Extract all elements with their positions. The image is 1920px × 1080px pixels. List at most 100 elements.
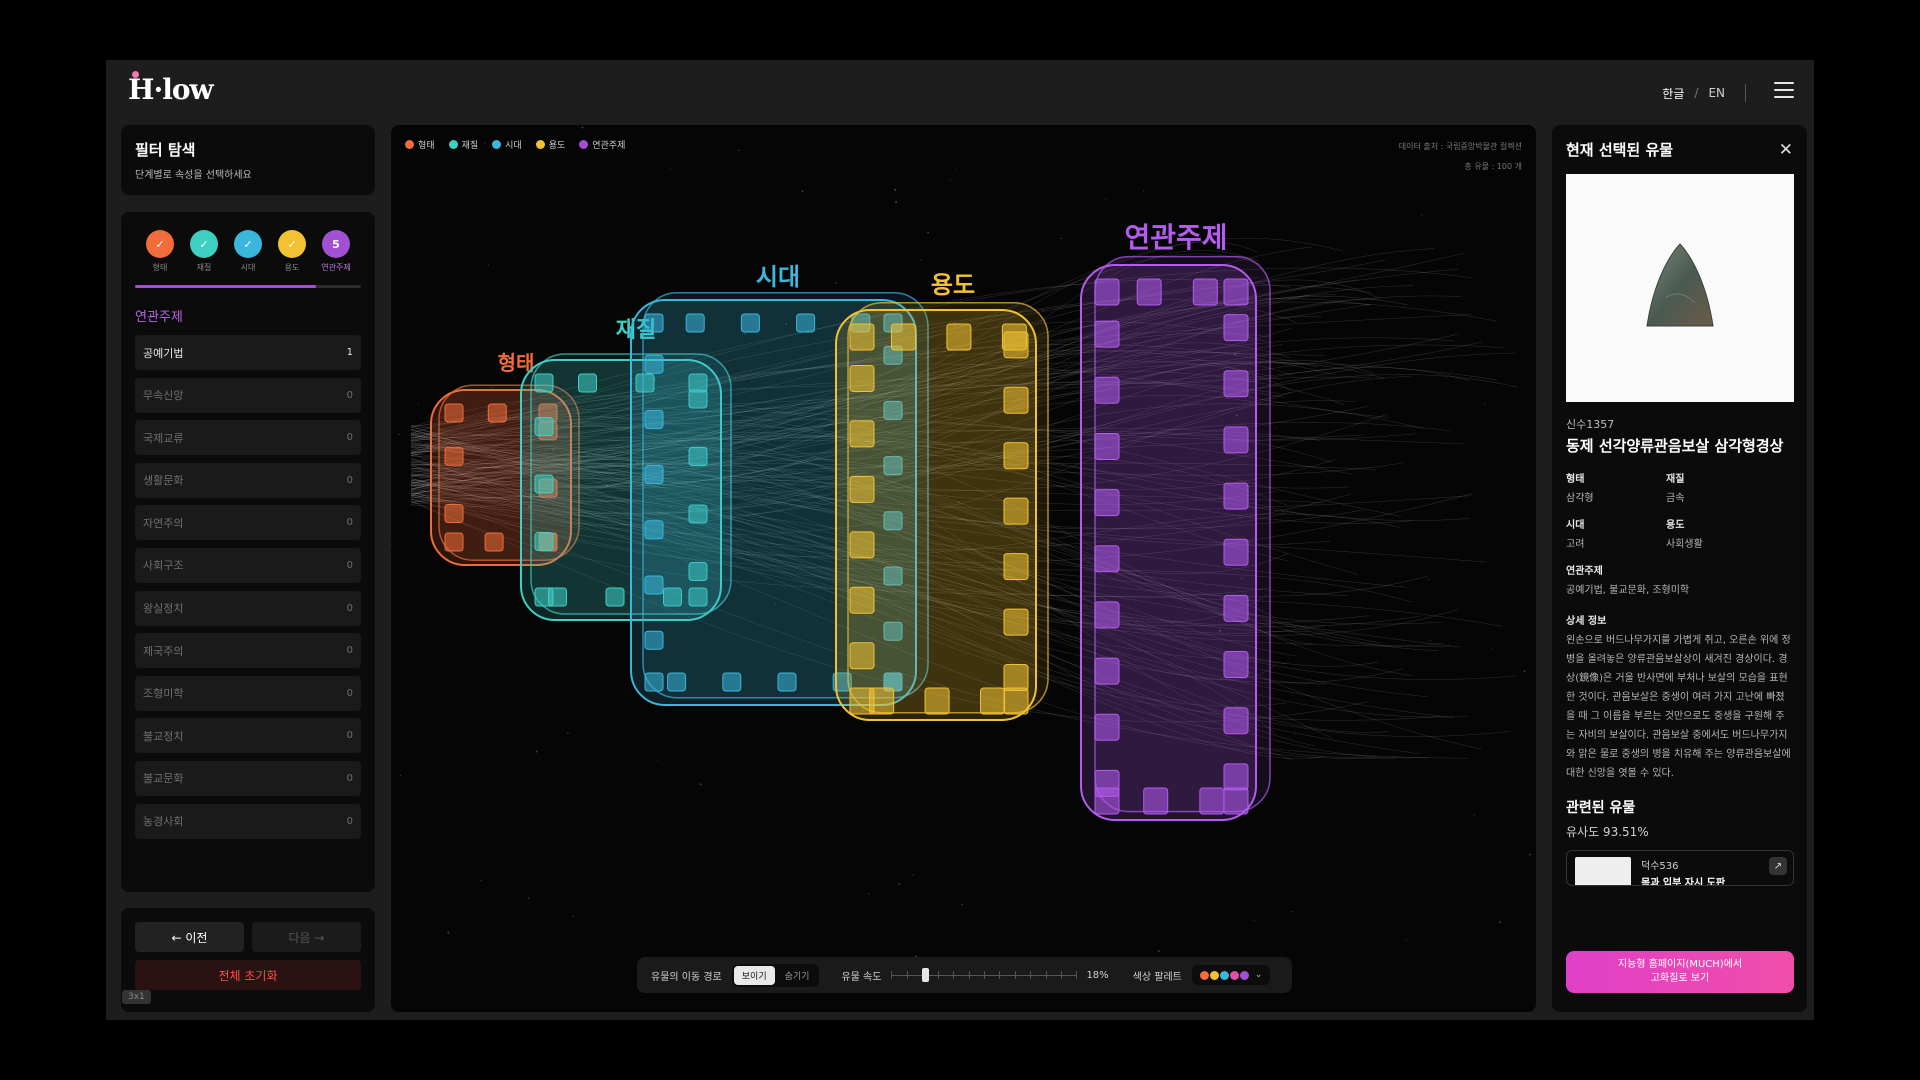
- lang-ko[interactable]: 한글: [1662, 86, 1685, 101]
- artifact-block[interactable]: [1136, 278, 1162, 306]
- artifact-block[interactable]: [644, 575, 664, 595]
- artifact-block[interactable]: [444, 446, 464, 466]
- artifact-block[interactable]: [685, 313, 705, 333]
- artifact-block[interactable]: [924, 687, 950, 715]
- artifact-block[interactable]: [605, 587, 625, 607]
- artifact-block[interactable]: [688, 562, 708, 581]
- artifact-block[interactable]: [444, 504, 464, 524]
- speed-slider[interactable]: [891, 968, 1078, 982]
- reset-all-button[interactable]: 전체 초기화: [135, 960, 361, 990]
- hide-path-option[interactable]: 숨기기: [784, 971, 810, 982]
- artifact-block[interactable]: [644, 313, 664, 333]
- artifact-block[interactable]: [1094, 657, 1120, 685]
- layer-5[interactable]: 연관주제: [1080, 221, 1271, 821]
- artifact-block[interactable]: [1094, 376, 1120, 404]
- external-link-icon[interactable]: ↗: [1769, 857, 1787, 875]
- artifact-block[interactable]: [1003, 442, 1029, 470]
- artifact-block[interactable]: [1094, 601, 1120, 629]
- step-3[interactable]: ✓시대: [231, 230, 265, 273]
- artifact-block[interactable]: [849, 323, 875, 351]
- menu-icon[interactable]: [1774, 82, 1794, 98]
- prev-button[interactable]: ← 이전: [135, 922, 244, 952]
- artifact-block[interactable]: [667, 672, 687, 692]
- artifact-block[interactable]: [688, 389, 708, 409]
- artifact-block[interactable]: [635, 373, 655, 393]
- artifact-block[interactable]: [883, 456, 903, 476]
- close-icon[interactable]: ✕: [1778, 139, 1793, 160]
- artifact-block[interactable]: [644, 354, 664, 374]
- artifact-block[interactable]: [444, 532, 464, 552]
- slider-knob[interactable]: [921, 968, 929, 982]
- artifact-block[interactable]: [534, 474, 554, 494]
- layer-2[interactable]: 재질: [520, 318, 732, 621]
- artifact-block[interactable]: [849, 531, 875, 559]
- artifact-block[interactable]: [484, 532, 504, 552]
- layer-4[interactable]: 용도: [835, 271, 1049, 721]
- artifact-block[interactable]: [883, 621, 903, 641]
- artifact-block[interactable]: [832, 672, 852, 692]
- artifact-block[interactable]: [1223, 707, 1249, 735]
- artifact-block[interactable]: [1223, 763, 1249, 791]
- step-2[interactable]: ✓재질: [187, 230, 221, 273]
- artifact-block[interactable]: [688, 587, 708, 607]
- artifact-block[interactable]: [980, 687, 1006, 715]
- artifact-block[interactable]: [1223, 482, 1249, 510]
- logo[interactable]: H·low: [128, 71, 214, 106]
- artifact-block[interactable]: [1223, 594, 1249, 622]
- artifact-block[interactable]: [1192, 278, 1218, 306]
- artifact-block[interactable]: [890, 323, 916, 351]
- next-button[interactable]: 다음 →: [252, 922, 361, 952]
- artifact-block[interactable]: [883, 511, 903, 531]
- step-4[interactable]: ✓용도: [275, 230, 309, 273]
- show-path-option[interactable]: 보이기: [733, 965, 775, 985]
- artifact-block[interactable]: [1003, 497, 1029, 525]
- artifact-block[interactable]: [1223, 314, 1249, 342]
- palette-dropdown[interactable]: ⌄: [1191, 965, 1271, 985]
- artifact-block[interactable]: [946, 323, 972, 351]
- artifact-block[interactable]: [777, 672, 797, 692]
- artifact-block[interactable]: [1223, 426, 1249, 454]
- artifact-block[interactable]: [1003, 386, 1029, 414]
- artifact-block[interactable]: [1094, 432, 1120, 460]
- lang-en[interactable]: EN: [1708, 86, 1725, 100]
- artifact-block[interactable]: [849, 475, 875, 503]
- artifact-block[interactable]: [644, 630, 664, 650]
- artifact-block[interactable]: [1143, 787, 1169, 815]
- artifact-block[interactable]: [1003, 553, 1029, 581]
- artifact-block[interactable]: [1094, 489, 1120, 517]
- artifact-block[interactable]: [1223, 370, 1249, 398]
- artifact-block[interactable]: [883, 566, 903, 586]
- artifact-block[interactable]: [1003, 331, 1029, 359]
- artifact-block[interactable]: [644, 520, 664, 540]
- artifact-block[interactable]: [1003, 664, 1029, 692]
- artifact-block[interactable]: [796, 313, 816, 333]
- artifact-block[interactable]: [578, 373, 597, 393]
- artifact-block[interactable]: [849, 687, 875, 715]
- artifact-block[interactable]: [849, 364, 875, 392]
- artifact-block[interactable]: [1094, 278, 1120, 306]
- path-toggle[interactable]: 보이기 숨기기: [731, 963, 820, 987]
- artifact-block[interactable]: [444, 403, 464, 423]
- artifact-block[interactable]: [849, 420, 875, 448]
- step-1[interactable]: ✓형태: [143, 230, 177, 273]
- artifact-block[interactable]: [740, 313, 760, 333]
- artifact-block[interactable]: [534, 373, 554, 393]
- artifact-block[interactable]: [534, 587, 554, 607]
- hires-view-button[interactable]: 지능형 홈페이지(MUCH)에서 고화질로 보기: [1566, 951, 1794, 993]
- artifact-block[interactable]: [722, 672, 742, 692]
- artifact-block[interactable]: [883, 400, 903, 420]
- artifact-block[interactable]: [644, 465, 664, 485]
- artifact-block[interactable]: [1223, 651, 1249, 679]
- artifact-block[interactable]: [1223, 538, 1249, 566]
